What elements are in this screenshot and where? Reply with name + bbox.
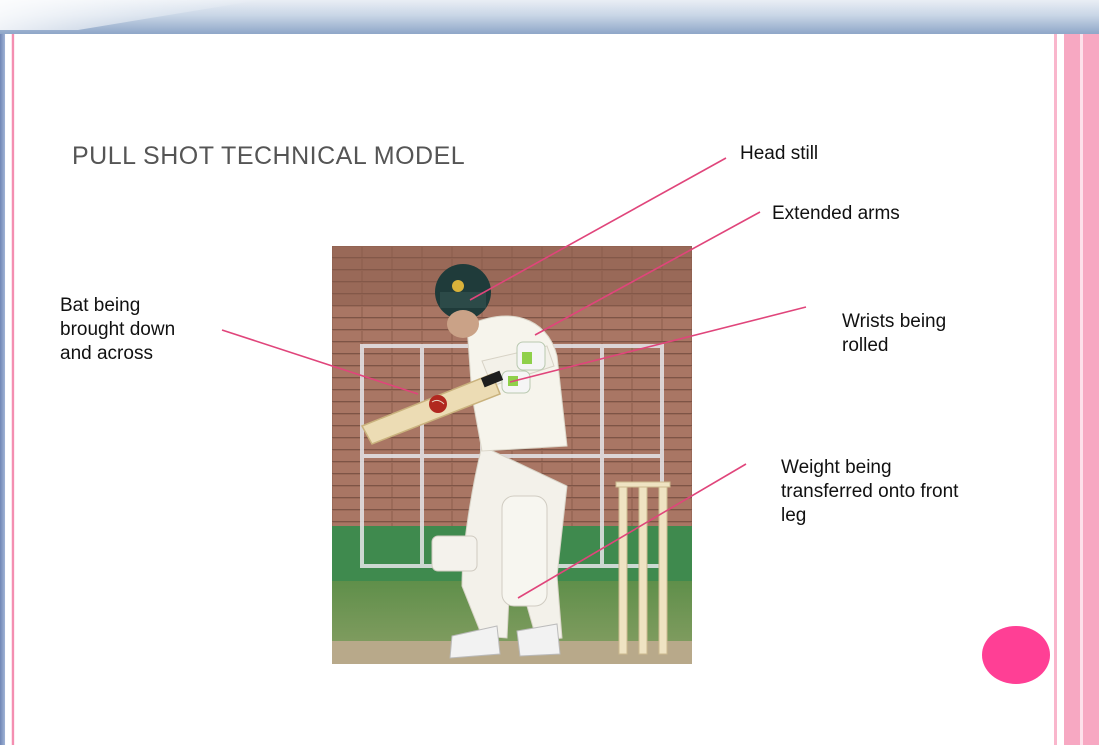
- slide-left-border: [0, 34, 24, 745]
- label-head-still: Head still: [740, 143, 819, 164]
- top-bar-sheen: [0, 0, 260, 30]
- decorative-pink-dot: [982, 626, 1050, 684]
- cricket-batsman-photo: [332, 246, 692, 664]
- label-weight-transfer: Weight being transferred onto front leg: [781, 457, 959, 526]
- slide-title: PULL SHOT TECHNICAL MODEL: [72, 142, 466, 170]
- slide-right-border: [1049, 34, 1099, 745]
- label-extended-arms: Extended arms: [772, 203, 900, 224]
- label-wrists-rolled: Wrists being rolled: [842, 311, 947, 356]
- label-bat-down-across: Bat being brought down and across: [60, 295, 176, 364]
- slide-top-bar: [0, 0, 1099, 34]
